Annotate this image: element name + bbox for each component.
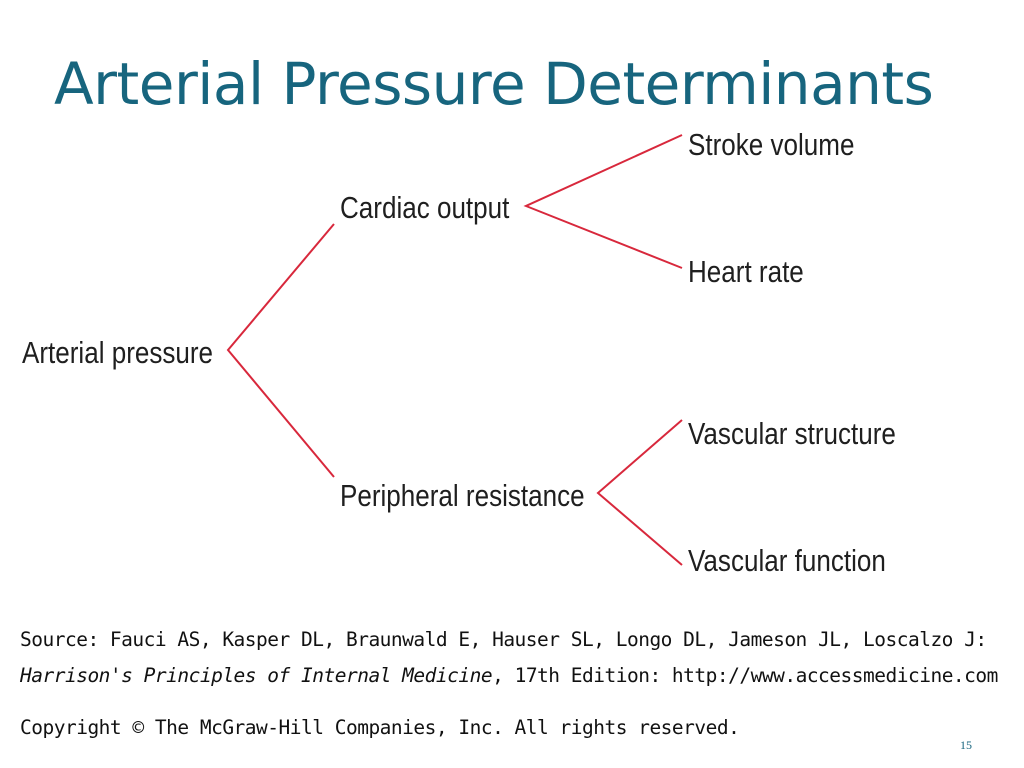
connector-root-cardiac <box>226 223 335 478</box>
node-arterial-pressure: Arterial pressure <box>22 335 214 370</box>
slide-number: 15 <box>960 738 972 752</box>
node-peripheral-resistance: Peripheral resistance <box>340 478 585 513</box>
node-vascular-function: Vascular function <box>688 543 886 578</box>
node-cardiac-output: Cardiac output <box>340 190 510 225</box>
node-stroke-volume: Stroke volume <box>688 127 855 162</box>
connector-peripheral-children <box>596 419 683 566</box>
source-citation-line2: Harrison's Principles of Internal Medici… <box>20 664 998 687</box>
book-title: Harrison's Principles of Internal Medici… <box>20 664 493 687</box>
copyright-notice: Copyright © The McGraw-Hill Companies, I… <box>20 716 740 739</box>
diagram-connectors <box>226 134 683 566</box>
node-heart-rate: Heart rate <box>688 254 804 289</box>
source-citation-line1: Source: Fauci AS, Kasper DL, Braunwald E… <box>20 628 987 651</box>
node-vascular-structure: Vascular structure <box>688 416 896 451</box>
slide-title: Arterial Pressure Determinants <box>54 50 934 118</box>
connector-cardiac-children <box>523 134 683 269</box>
edition-url: , 17th Edition: http://www.accessmedicin… <box>492 664 998 687</box>
